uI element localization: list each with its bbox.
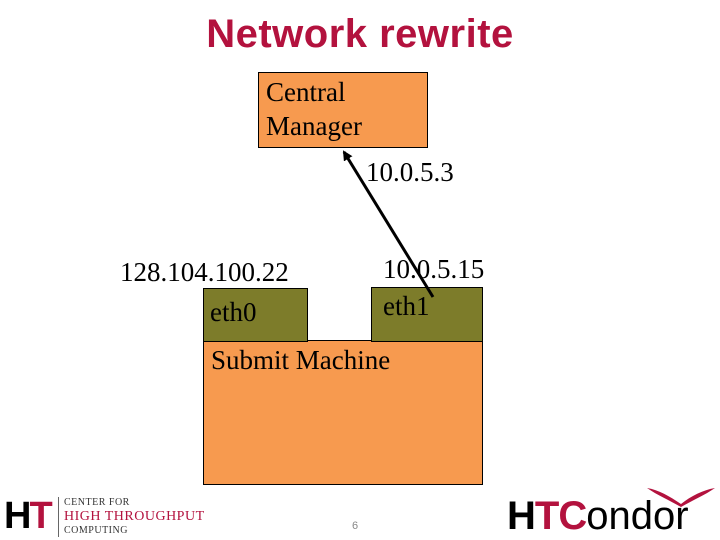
page-number: 6 [352, 520, 359, 532]
chtc-logo: HT CENTER FOR HIGH THROUGHPUT COMPUTING [4, 495, 216, 537]
htcondor-wordmark: HTCondor [507, 494, 689, 538]
ht-logo-mark: HT [4, 495, 53, 537]
eth0-label: eth0 [210, 297, 257, 327]
eth0-ip: 128.104.100.22 [120, 257, 289, 287]
central-manager-box [258, 72, 428, 148]
eth1-ip: 10.0.5.15 [383, 254, 485, 284]
eth1-label: eth1 [383, 291, 430, 321]
submit-machine-box [203, 340, 483, 485]
slide-title: Network rewrite [206, 12, 514, 56]
condor-bird-icon [647, 488, 715, 507]
eth0-interface-box [203, 288, 308, 342]
submit-machine-label: Submit Machine [211, 345, 391, 375]
chtc-logo-text: CENTER FOR HIGH THROUGHPUT COMPUTING [58, 497, 205, 537]
central-manager-ip: 10.0.5.3 [366, 157, 454, 187]
eth1-interface-box [371, 287, 483, 342]
central-manager-label: Central Manager [266, 77, 362, 141]
htcondor-logo: HTCondor [507, 486, 717, 538]
